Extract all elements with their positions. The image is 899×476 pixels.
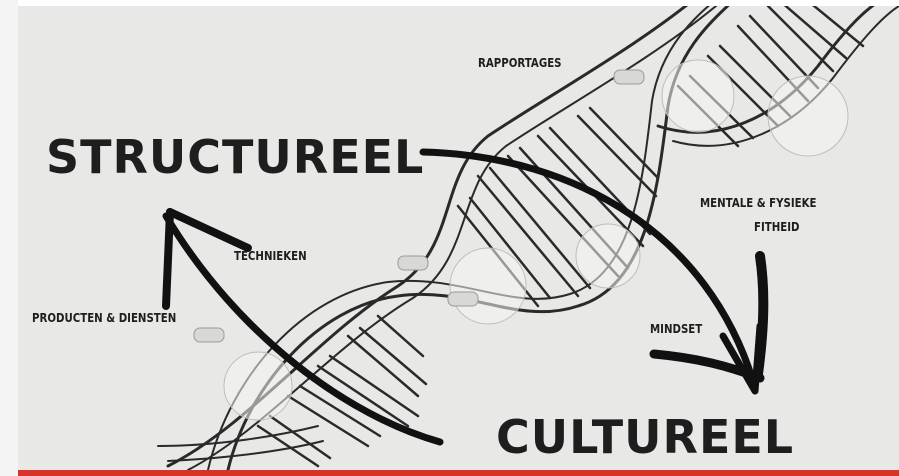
video-progress-bar[interactable] — [18, 470, 899, 476]
whiteboard-diagram: STRUCTUREEL CULTUREEL RAPPORTAGES MENTAL… — [18, 6, 899, 470]
cultureel-label: CULTUREEL — [496, 410, 794, 464]
rapportages-label: RAPPORTAGES — [478, 56, 562, 70]
fitheid-label: FITHEID — [754, 220, 799, 234]
dna-helix-drawing — [18, 6, 899, 470]
producten-diensten-label: PRODUCTEN & DIENSTEN — [32, 311, 176, 325]
mindset-label: MINDSET — [650, 322, 702, 336]
structureel-label: STRUCTUREEL — [46, 130, 424, 184]
mentale-fysieke-label: MENTALE & FYSIEKE — [700, 196, 817, 210]
technieken-label: TECHNIEKEN — [234, 249, 307, 263]
left-border — [0, 0, 18, 476]
